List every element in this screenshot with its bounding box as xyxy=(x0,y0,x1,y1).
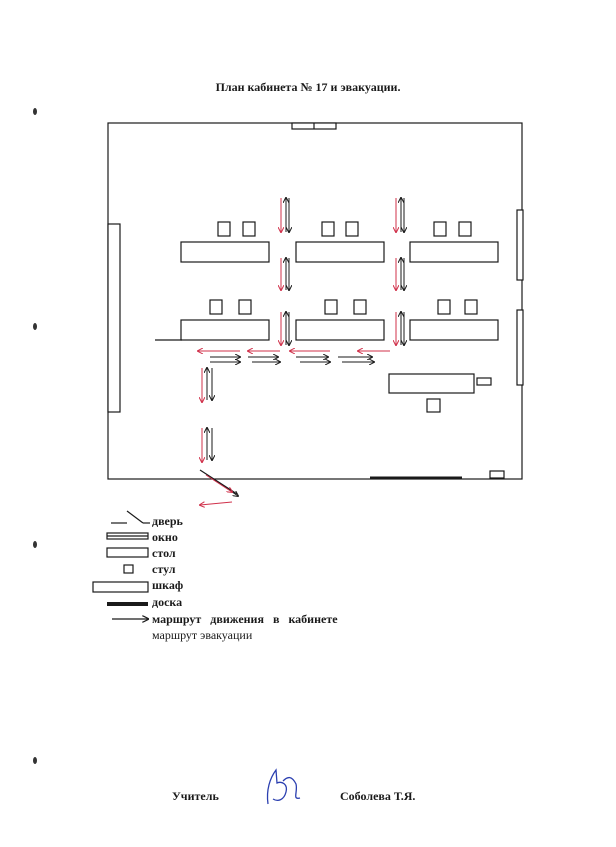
chair xyxy=(345,221,359,237)
window-top xyxy=(291,122,337,130)
legend-chair-symbol xyxy=(123,564,134,574)
desk xyxy=(180,319,270,341)
room-outline xyxy=(107,122,523,480)
page-title: План кабинета № 17 и эвакуации. xyxy=(215,80,401,94)
chair xyxy=(321,221,335,237)
legend-label-window: окно xyxy=(152,530,178,544)
punch-hole xyxy=(33,541,37,548)
window-right-2 xyxy=(516,309,524,386)
desk xyxy=(409,319,499,341)
legend-label-evacuation: маршрут эвакуации xyxy=(152,628,253,642)
teacher-chair xyxy=(426,398,441,413)
desk xyxy=(295,241,385,263)
small-item xyxy=(476,377,492,386)
footer-role: Учитель xyxy=(172,789,219,803)
teacher-desk xyxy=(388,373,475,394)
legend-cabinet-symbol xyxy=(92,581,149,593)
chair xyxy=(433,221,447,237)
footer-name: Соболева Т.Я. xyxy=(340,789,416,803)
punch-hole xyxy=(33,323,37,330)
legend-label-board: доска xyxy=(152,595,183,609)
punch-hole xyxy=(33,108,37,115)
legend-label-desk: стол xyxy=(152,546,176,560)
window-right-1 xyxy=(516,209,524,281)
chair xyxy=(464,299,478,315)
legend-window-symbol xyxy=(106,532,149,540)
chair xyxy=(324,299,338,315)
signature xyxy=(266,768,301,805)
legend-desk-symbol xyxy=(106,547,149,558)
punch-hole xyxy=(33,757,37,764)
chair xyxy=(217,221,231,237)
chair xyxy=(458,221,472,237)
chair xyxy=(209,299,223,315)
chair xyxy=(238,299,252,315)
legend-door-symbol xyxy=(111,510,150,524)
chair xyxy=(437,299,451,315)
cabinet-left-wall xyxy=(107,223,121,413)
legend-label-route: маршрут движения в кабинете xyxy=(152,612,338,626)
legend-label-cabinet: шкаф xyxy=(152,578,184,592)
legend-label-door: дверь xyxy=(152,514,183,528)
desk xyxy=(180,241,270,263)
desk xyxy=(295,319,385,341)
chair xyxy=(353,299,367,315)
chair xyxy=(242,221,256,237)
desk xyxy=(409,241,499,263)
small-item xyxy=(489,470,505,479)
legend-label-chair: стул xyxy=(152,562,176,576)
